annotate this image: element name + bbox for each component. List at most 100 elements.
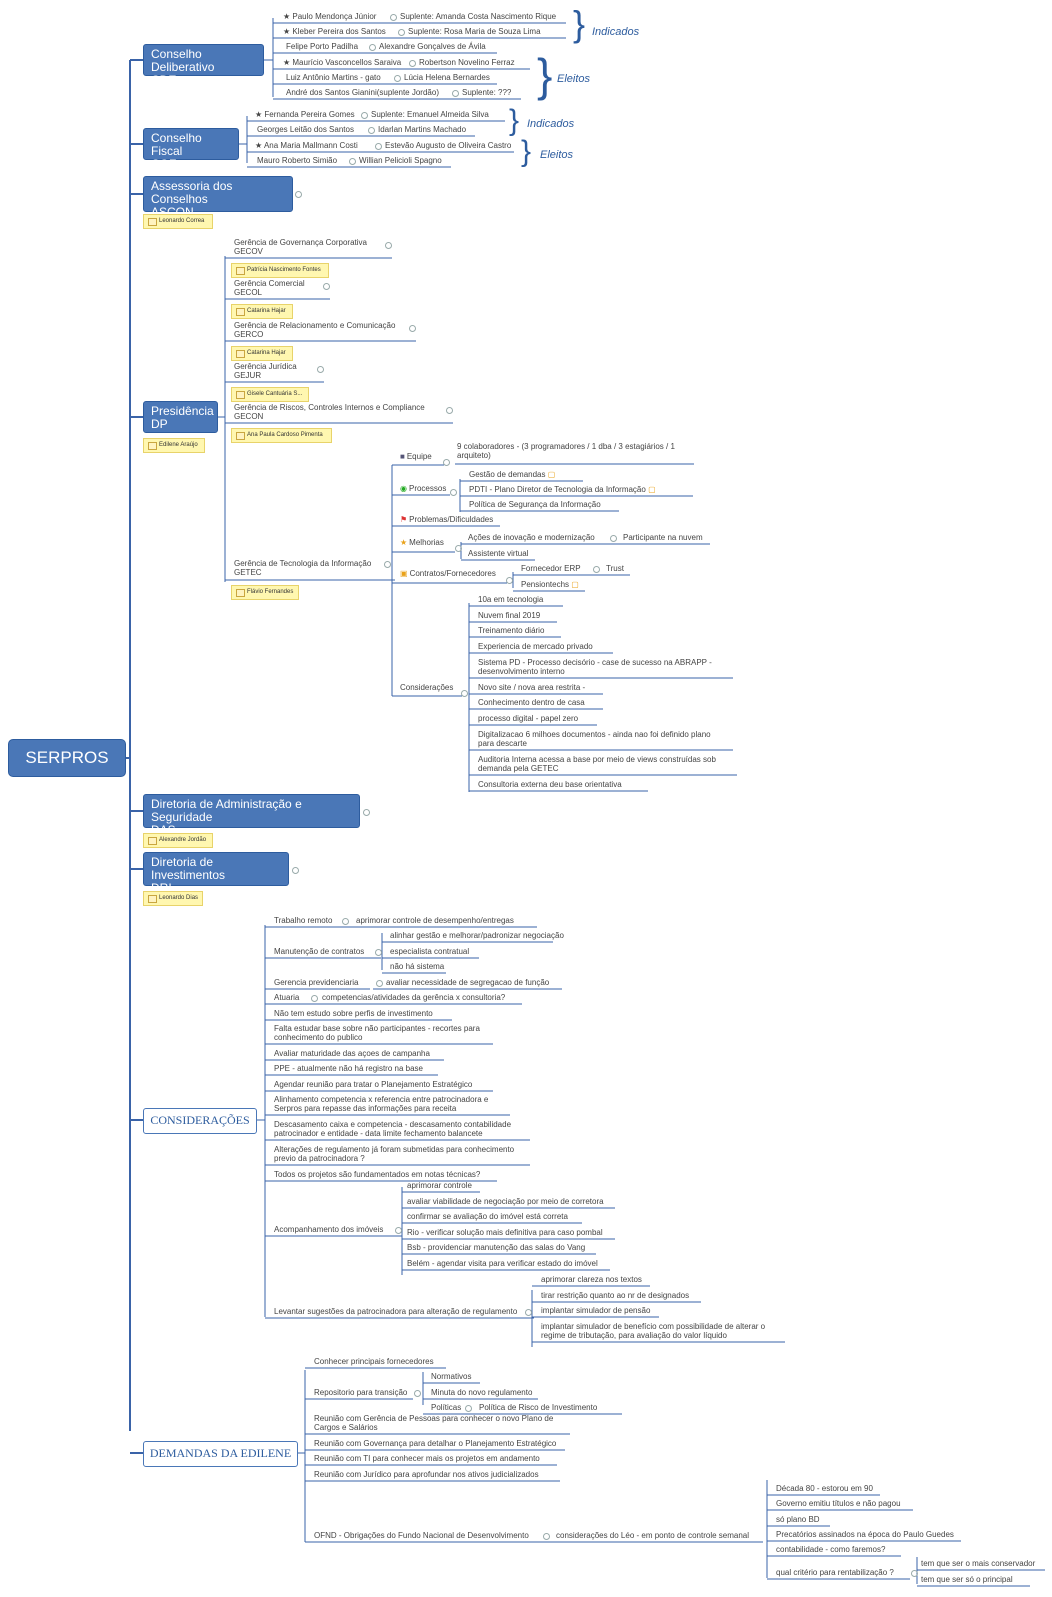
getec-consideracao-item[interactable]: Digitalizacao 6 milhoes documentos - ain… <box>478 730 711 748</box>
processo-item[interactable]: PDTI - Plano Diretor de Tecnologia da In… <box>469 485 656 494</box>
levantar-sub[interactable]: implantar simulador de benefício com pos… <box>541 1322 766 1340</box>
acompanhamento-sub[interactable]: Belém - agendar visita para verificar es… <box>407 1259 598 1268</box>
consideracao-falta[interactable]: Falta estudar base sobre não participant… <box>274 1024 480 1042</box>
demanda-juridico[interactable]: Reunião com Jurídico para aprofundar nos… <box>314 1470 539 1479</box>
ofnd-sub[interactable]: considerações do Léo - em ponto de contr… <box>556 1531 750 1540</box>
expand-icon[interactable] <box>323 283 330 290</box>
processos-label[interactable]: ◉Processos <box>400 484 446 493</box>
getec-consideracao-item[interactable]: Novo site / nova area restrita - <box>478 683 586 692</box>
cde-member-4[interactable]: ★ Maurício Vasconcellos Saraiva <box>283 58 402 67</box>
contrato-item[interactable]: Pensiontechs ▢ <box>521 580 579 589</box>
cof-member-3[interactable]: ★ Ana Maria Mallmann Costi <box>255 141 358 150</box>
criterio-sub[interactable]: tem que ser o mais conservador <box>921 1559 1036 1568</box>
cde-member-1-pair[interactable]: Suplente: Amanda Costa Nascimento Rique <box>400 12 557 21</box>
melhoria-item[interactable]: Assistente virtual <box>468 549 529 558</box>
consideracao-ppe[interactable]: PPE - atualmente não há registro na base <box>274 1064 423 1073</box>
acompanhamento-sub[interactable]: avaliar viabilidade de negociação por me… <box>407 1197 604 1206</box>
consideracao-todos[interactable]: Todos os projetos são fundamentados em n… <box>274 1170 481 1179</box>
acompanhamento-sub[interactable]: aprimorar controle <box>407 1181 472 1190</box>
acompanhamento-sub[interactable]: Rio - verificar solução mais definitiva … <box>407 1228 603 1237</box>
contrato-item[interactable]: Fornecedor ERP <box>521 564 581 573</box>
expand-icon[interactable] <box>385 242 392 249</box>
expand-icon[interactable] <box>409 325 416 332</box>
cof-member-2[interactable]: Georges Leitão dos Santos <box>257 125 354 134</box>
cde-member-2-pair[interactable]: Suplente: Rosa Maria de Souza Lima <box>408 27 541 36</box>
acompanhamento-sub[interactable]: Bsb - providenciar manutenção das salas … <box>407 1243 586 1252</box>
contratos-label[interactable]: ▣Contratos/Fornecedores <box>400 569 496 578</box>
cof-member-1[interactable]: ★ Fernanda Pereira Gomes <box>255 110 355 119</box>
processo-item[interactable]: Gestão de demandas ▢ <box>469 470 556 479</box>
consideracao-manutencao[interactable]: Manutenção de contratos <box>274 947 365 956</box>
node-consideracoes[interactable]: CONSIDERAÇÕES <box>143 1108 257 1134</box>
demanda-fornecedores[interactable]: Conhecer principais fornecedores <box>314 1357 434 1366</box>
consideracao-trabalho[interactable]: Trabalho remoto <box>274 916 333 925</box>
gerencia-sub[interactable]: avaliar necessidade de segregacao de fun… <box>386 978 550 987</box>
repositorio-sub[interactable]: Normativos <box>431 1372 472 1381</box>
demanda-pessoas[interactable]: Reunião com Gerência de Pessoas para con… <box>314 1414 554 1432</box>
ofnd-item[interactable]: Década 80 - estorou em 90 <box>776 1484 873 1493</box>
node-dp[interactable]: Presidência DP <box>143 401 218 433</box>
cof-member-3-pair[interactable]: Estevão Augusto de Oliveira Castro <box>385 141 512 150</box>
root-node[interactable]: SERPROS <box>8 739 126 777</box>
equipe-label[interactable]: ■Equipe <box>400 452 432 461</box>
getec-consideracao-item[interactable]: 10a em tecnologia <box>478 595 544 604</box>
melhoria-sub[interactable]: Participante na nuvem <box>623 533 703 542</box>
consideracao-agendar[interactable]: Agendar reunião para tratar o Planejamen… <box>274 1080 473 1089</box>
expand-icon[interactable] <box>292 867 299 874</box>
getec-consideracao-item[interactable]: Nuvem final 2019 <box>478 611 541 620</box>
consideracao-perfis[interactable]: Não tem estudo sobre perfis de investime… <box>274 1009 433 1018</box>
demanda-ti[interactable]: Reunião com TI para conhecer mais os pro… <box>314 1454 540 1463</box>
cde-member-3[interactable]: Felipe Porto Padilha <box>286 42 359 51</box>
node-demandas[interactable]: DEMANDAS DA EDILENE <box>143 1441 298 1467</box>
ofnd-item[interactable]: Precatórios assinados na época do Paulo … <box>776 1530 954 1539</box>
cof-member-2-pair[interactable]: Idarlan Martins Machado <box>378 125 467 134</box>
consideracao-atuaria[interactable]: Atuaria <box>274 993 300 1002</box>
expand-icon[interactable] <box>363 809 370 816</box>
acompanhamento-sub[interactable]: confirmar se avaliação do imóvel está co… <box>407 1212 568 1221</box>
getec-consideracao-item[interactable]: Sistema PD - Processo decisório - case d… <box>478 658 712 676</box>
demanda-ofnd[interactable]: OFND - Obrigações do Fundo Nacional de D… <box>314 1531 529 1540</box>
cof-member-4[interactable]: Mauro Roberto Simião <box>257 156 338 165</box>
gerencia-gecon[interactable]: Gerência de Riscos, Controles Internos e… <box>234 403 425 421</box>
levantar-sub[interactable]: implantar simulador de pensão <box>541 1306 651 1315</box>
expand-icon[interactable] <box>446 407 453 414</box>
getec-consideracao-item[interactable]: processo digital - papel zero <box>478 714 579 723</box>
problemas-label[interactable]: ⚑Problemas/Dificuldades <box>400 515 493 524</box>
melhorias-label[interactable]: ★Melhorias <box>400 538 444 547</box>
repositorio-sub[interactable]: Minuta do novo regulamento <box>431 1388 533 1397</box>
cde-member-1[interactable]: ★ Paulo Mendonça Júnior <box>283 12 377 21</box>
levantar-sub[interactable]: tirar restrição quanto ao nr de designad… <box>541 1291 690 1300</box>
getec-consideracao-item[interactable]: Consultoria externa deu base orientativa <box>478 780 622 789</box>
politicas-sub[interactable]: Política de Risco de Investimento <box>479 1403 598 1412</box>
consideracao-levantar[interactable]: Levantar sugestões da patrocinadora para… <box>274 1307 518 1316</box>
trabalho-sub[interactable]: aprimorar controle de desempenho/entrega… <box>356 916 514 925</box>
expand-icon[interactable] <box>384 561 391 568</box>
getec-consideracao-item[interactable]: Auditoria Interna acessa a base por meio… <box>478 755 716 773</box>
demanda-repositorio[interactable]: Repositorio para transição <box>314 1388 408 1397</box>
ofnd-item[interactable]: contabilidade - como faremos? <box>776 1545 886 1554</box>
levantar-sub[interactable]: aprimorar clareza nos textos <box>541 1275 642 1284</box>
consideracao-alteracoes[interactable]: Alterações de regulamento já foram subme… <box>274 1145 515 1163</box>
gerencia-gerco[interactable]: Gerência de Relacionamento e Comunicação… <box>234 321 395 339</box>
repositorio-sub[interactable]: Políticas <box>431 1403 462 1412</box>
cde-member-2[interactable]: ★ Kleber Pereira dos Santos <box>283 27 386 36</box>
getec-consideracoes-label[interactable]: Considerações <box>400 683 454 692</box>
cde-member-5[interactable]: Luiz Antônio Martins - gato <box>286 73 381 82</box>
cde-member-4-pair[interactable]: Robertson Novelino Ferraz <box>419 58 515 67</box>
cde-member-5-pair[interactable]: Lúcia Helena Bernardes <box>404 73 490 82</box>
consideracao-acompanhamento[interactable]: Acompanhamento dos imóveis <box>274 1225 384 1234</box>
node-ascon[interactable]: Assessoria dos Conselhos ASCON <box>143 176 293 219</box>
node-cof[interactable]: Conselho Fiscal COF <box>143 128 239 171</box>
expand-icon[interactable] <box>317 366 324 373</box>
cde-member-6[interactable]: André dos Santos Gianini(suplente Jordão… <box>286 88 439 97</box>
manutencao-sub[interactable]: alinhar gestão e melhorar/padronizar neg… <box>390 931 564 940</box>
getec-consideracao-item[interactable]: Experiencia de mercado privado <box>478 642 593 651</box>
cde-member-6-pair[interactable]: Suplente: ??? <box>462 88 512 97</box>
criterio-sub[interactable]: tem que ser só o principal <box>921 1575 1013 1584</box>
atuaria-sub[interactable]: competencias/atividades da gerência x co… <box>322 993 506 1002</box>
cof-member-1-pair[interactable]: Suplente: Emanuel Almeida Silva <box>371 110 489 119</box>
getec-consideracao-item[interactable]: Treinamento diário <box>478 626 545 635</box>
